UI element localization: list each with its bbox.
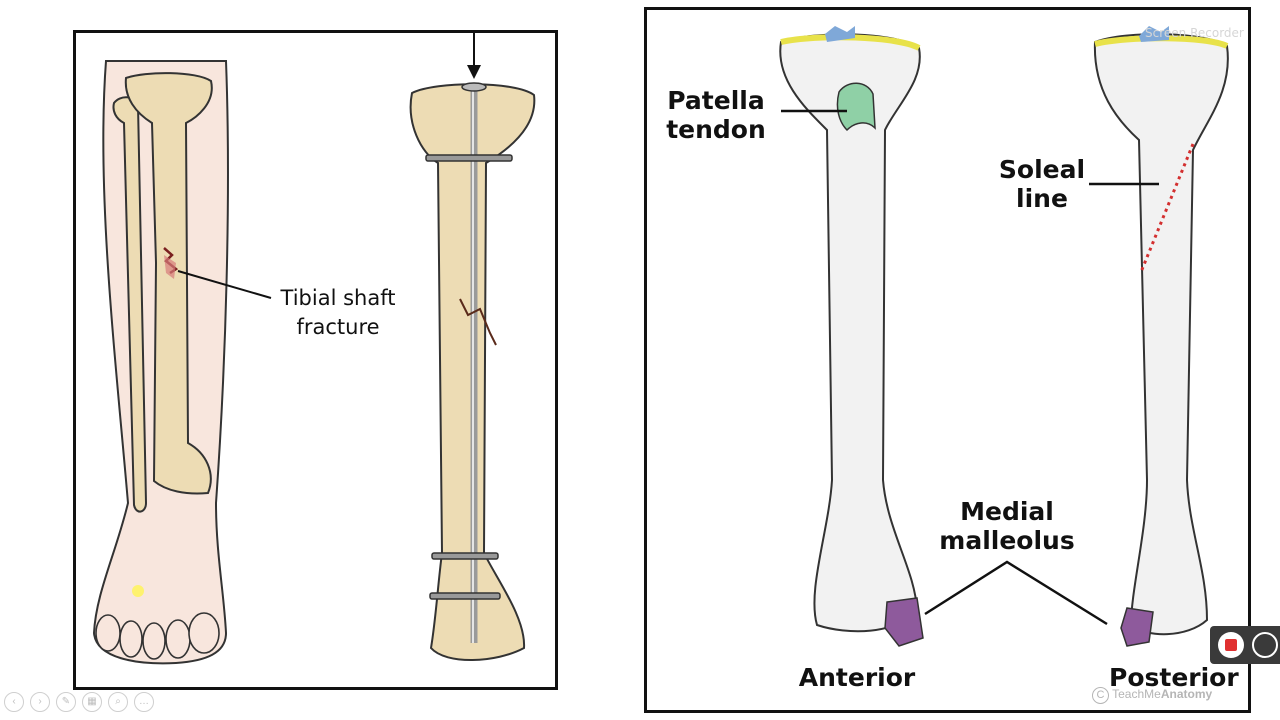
patella-label-line1: Patella [667,86,765,115]
copyright-prefix: TeachMe [1112,687,1161,701]
tibia-anatomy-drawing [779,26,1229,647]
posterior-meniscus [1139,26,1169,42]
medial-malleolus-label: Medial malleolus [932,497,1082,555]
anterior-meniscus [825,26,855,42]
soleal-label-line1: Soleal [998,155,1086,184]
fracture-label: Tibial shaft fracture [258,284,418,342]
medial-label-line1: Medial [960,497,1054,526]
more-icon[interactable]: … [134,692,154,712]
healed-fracture-line [459,298,497,346]
presentation-toolbar: ‹ › ✎ ▦ ⌕ … [4,692,154,712]
next-icon[interactable]: › [30,692,50,712]
medial-label-line2: malleolus [939,526,1075,555]
patella-tendon-label: Patella tendon [655,86,777,144]
medial-malleolus-anterior [884,597,924,647]
locking-screws [425,154,513,600]
pen-icon[interactable]: ✎ [56,692,76,712]
recorder-widget [1210,626,1280,664]
screen-recorder-watermark: Screen Recorder [1145,26,1244,40]
mouse-pointer-icon [132,585,144,597]
record-stop-button[interactable] [1218,632,1244,658]
slides-icon[interactable]: ▦ [82,692,102,712]
toes [95,612,220,660]
copyright-brand: Anatomy [1160,687,1213,701]
posterior-tibia [1093,33,1229,636]
anterior-view-label: Anterior [798,663,916,692]
posterior-view-label: Posterior [1109,663,1239,692]
soleal-line-label: Soleal line [987,155,1097,213]
fracture-bleed [164,255,176,279]
recorder-menu-button[interactable] [1252,632,1278,658]
tibia [124,72,213,495]
copyright-icon: C [1092,687,1109,704]
patella-label-line2: tendon [666,115,766,144]
fracture-pointer-line [177,270,272,299]
medial-malleolus-posterior [1120,607,1154,647]
soleal-line-marker [1139,143,1195,273]
nail-cap [461,82,487,92]
leg-fracture-drawing [92,33,536,665]
soleal-label-line2: line [1016,184,1068,213]
zoom-icon[interactable]: ⌕ [108,692,128,712]
malleolus-pointer-lines [924,560,1108,626]
anterior-tibial-plateau [780,34,921,51]
fracture-label-line2: fracture [296,315,380,339]
tibia-anatomy-panel: Patella tendon Soleal line Medial malleo… [644,7,1251,713]
fracture-label-line1: Tibial shaft [280,286,396,310]
fracture-illustration-panel: Tibial shaft fracture [73,30,558,690]
patella-tendon-insertion [836,82,876,132]
prev-icon[interactable]: ‹ [4,692,24,712]
insertion-arrow-head [467,65,481,79]
copyright-mark: C TeachMeAnatomy [1092,687,1212,704]
